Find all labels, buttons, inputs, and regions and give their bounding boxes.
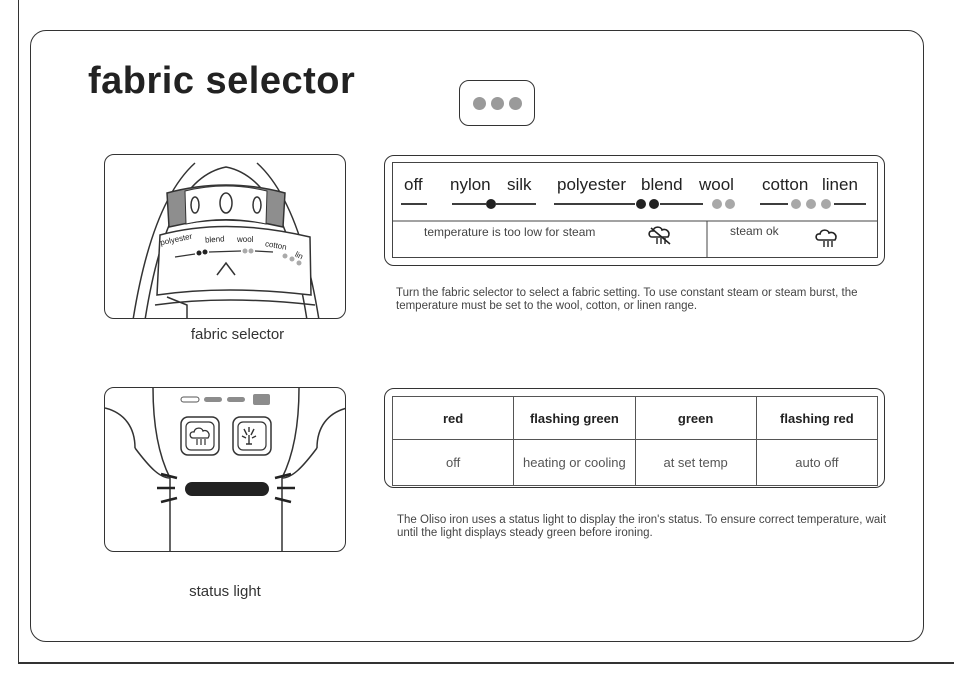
fabric-selector-caption: fabric selector [190,326,285,343]
table-cell: heating or cooling [513,439,636,486]
fabric-label-polyester: polyester [557,175,626,194]
menu-dot-icon [472,96,486,110]
fabric-label-wool: wool [699,175,734,194]
menu-dot-icon [490,96,504,110]
iron-dial-illustration [132,162,320,318]
dial-markers [174,248,302,266]
status-light-image [104,387,346,552]
table-cell: off [391,439,515,486]
heat-dot-icon [486,199,496,209]
dial-label: wool [237,235,254,244]
menu-dot-icon [508,96,522,110]
column-header: green [634,396,757,440]
fabric-label-linen: linen [822,175,858,194]
table-cell: auto off [755,439,879,486]
no-steam-icon [648,226,671,245]
left-rule [18,0,19,663]
page-title: fabric selector [88,60,356,102]
column-header: flashing green [513,396,636,440]
table-cell: at set temp [634,439,757,486]
fabric-temperature-scale [392,199,878,258]
status-description: The Oliso iron uses a status light to di… [397,514,887,539]
bottom-rule [18,662,954,664]
fabric-description: Turn the fabric selector to select a fab… [396,287,858,312]
fabric-label-blend: blend [641,175,683,194]
fabric-label-silk: silk [507,175,532,194]
column-header: red [391,396,515,440]
iron-status-illustration [105,388,345,551]
fabric-label-cotton: cotton [762,175,809,194]
fabric-settings-inner [392,162,878,258]
fabric-settings-panel [384,155,885,266]
fabric-selector-image: polyester blend wool cotton lin [104,154,346,319]
page-frame [30,30,924,642]
status-table: red flashing green green flashing red of… [391,396,879,486]
status-light-caption: status light [189,583,261,600]
fabric-label-nylon: nylon [450,175,491,194]
column-header: flashing red [755,396,879,440]
status-table-frame [384,388,885,488]
steam-ok-note: steam ok [730,224,779,238]
more-options-button[interactable] [459,80,535,126]
fabric-label-off: off [404,175,423,194]
steam-too-low-note: temperature is too low for steam [424,225,596,239]
steam-icon [815,229,837,247]
table-header-row: red flashing green green flashing red [391,396,879,440]
table-row: off heating or cooling at set temp auto … [391,439,879,486]
